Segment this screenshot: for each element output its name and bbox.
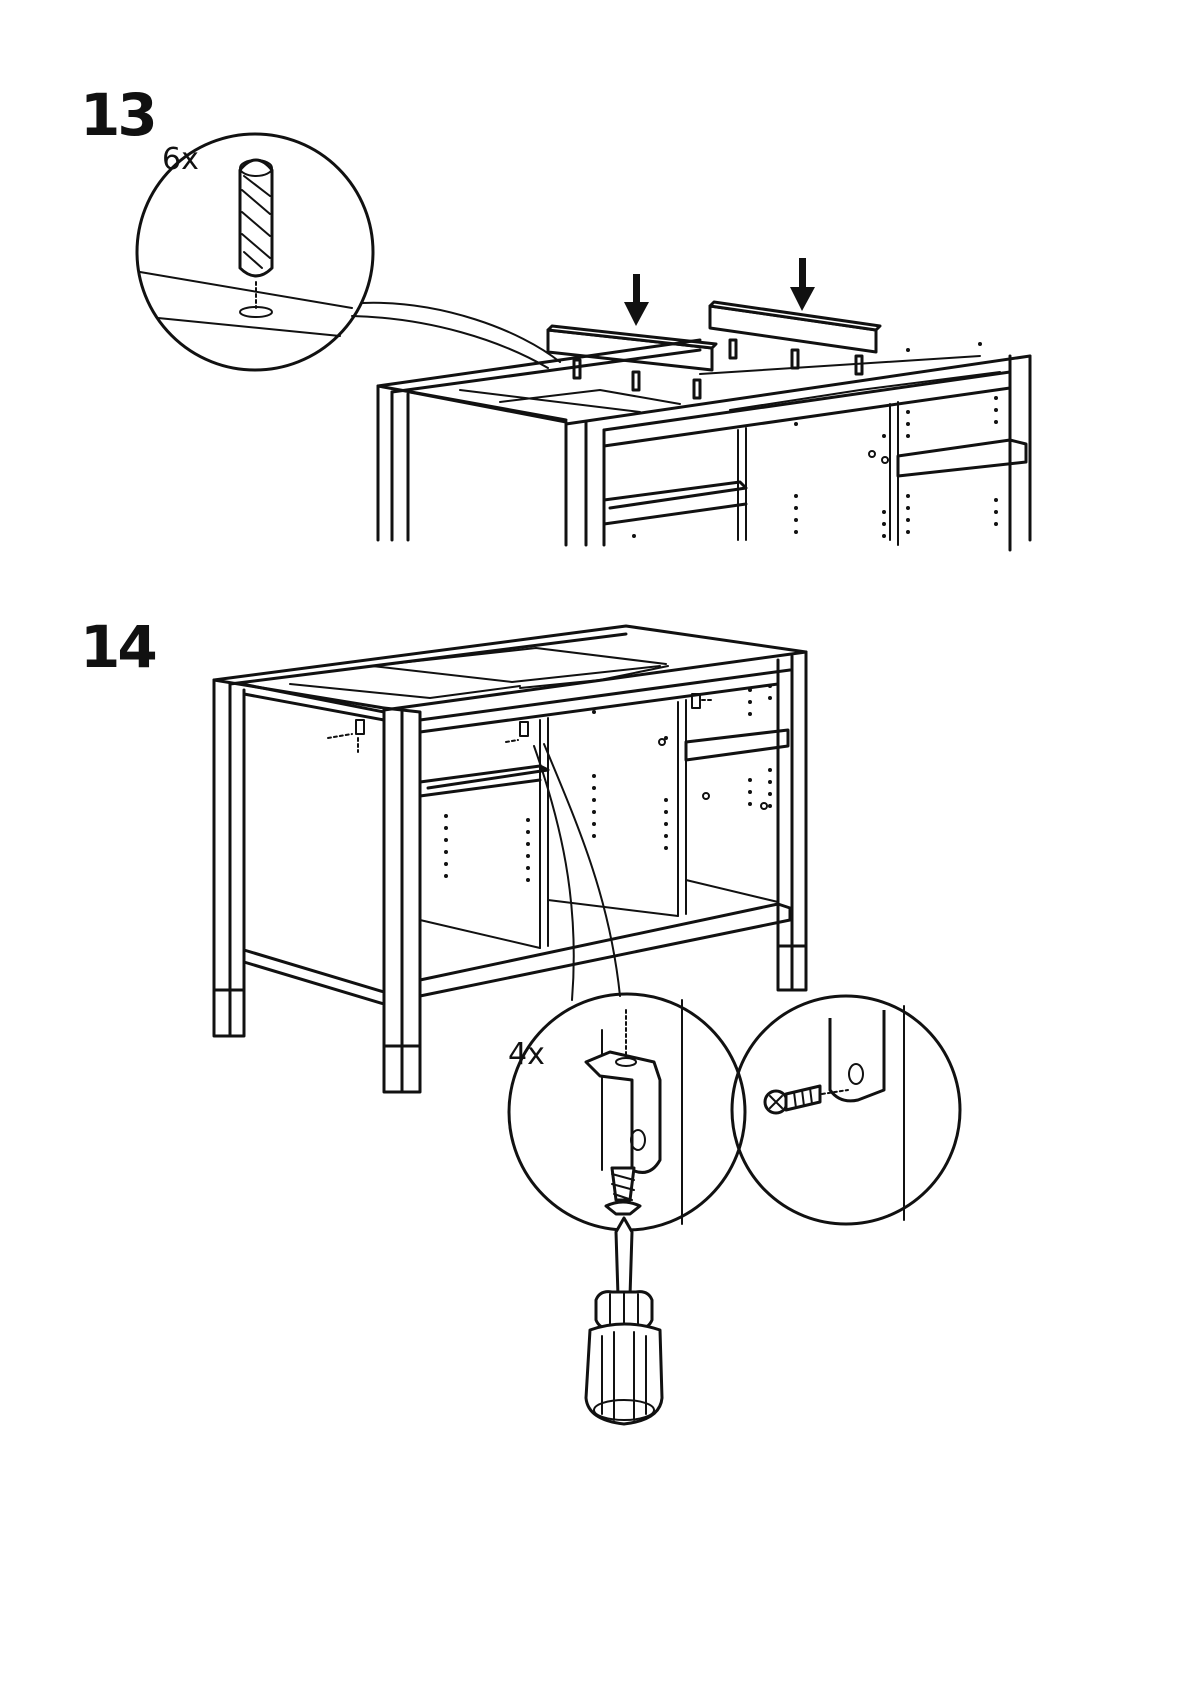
shelf-pin-holes <box>632 342 998 538</box>
screw-icon <box>765 1086 820 1113</box>
step-13-detail-circle <box>137 134 560 370</box>
cabinet-frame-step-14 <box>214 626 806 1092</box>
step-13-illustration <box>137 134 1030 550</box>
corner-bracket-icon <box>506 722 528 742</box>
down-arrow-icon <box>624 274 649 326</box>
corner-bracket-icon <box>586 1052 660 1172</box>
step-14-illustration <box>214 626 960 1424</box>
down-arrow-icon <box>790 258 815 311</box>
screw-icon <box>606 1168 640 1214</box>
wooden-dowel-icon <box>240 160 272 276</box>
cabinet-frame-step-13 <box>378 340 1030 550</box>
shelf-pin-holes <box>444 684 772 882</box>
screwdriver-icon <box>586 1218 662 1424</box>
step-14-detail-circle-2 <box>732 996 960 1224</box>
corner-bracket-icon <box>328 720 364 752</box>
step-14-detail-circle-1 <box>509 994 745 1230</box>
